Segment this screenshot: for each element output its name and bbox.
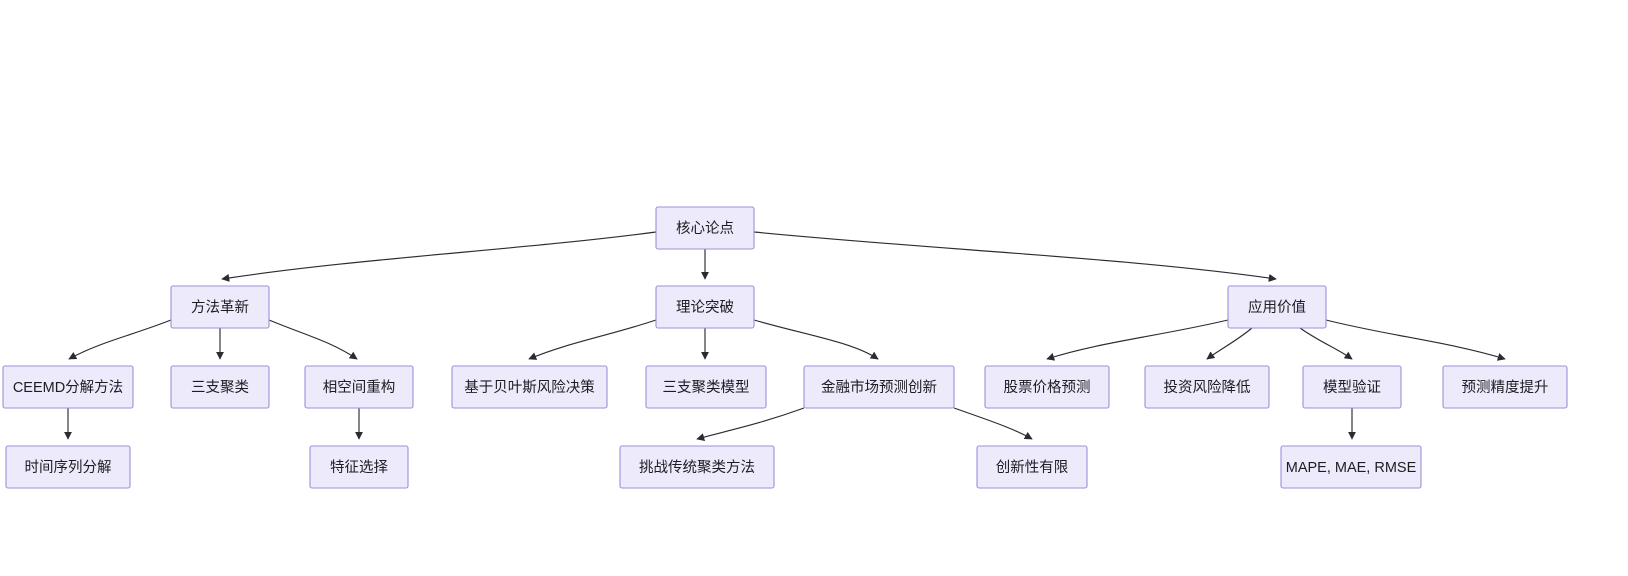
flowchart-node[interactable]: 模型验证 [1302, 365, 1402, 409]
flowchart-node[interactable]: 相空间重构 [304, 365, 414, 409]
flowchart-edge [268, 319, 358, 360]
node-label: CEEMD分解方法 [13, 379, 123, 396]
flowchart-node[interactable]: 股票价格预测 [984, 365, 1110, 409]
node-box[interactable] [976, 445, 1088, 489]
flowchart-edge [1206, 327, 1253, 360]
node-box[interactable] [1144, 365, 1270, 409]
flowchart-edge [68, 319, 172, 360]
flowchart-edge [1325, 319, 1506, 361]
flowchart-node[interactable]: 理论突破 [655, 285, 755, 329]
flowchart-node[interactable]: 三支聚类 [170, 365, 270, 409]
node-box[interactable] [304, 365, 414, 409]
flowchart-edge [753, 319, 879, 360]
edges-layer [63, 231, 1506, 441]
flowchart-node[interactable]: 基于贝叶斯风险决策 [451, 365, 608, 409]
node-label: 时间序列分解 [25, 459, 112, 476]
node-label: 创新性有限 [996, 459, 1069, 476]
node-box[interactable] [1280, 445, 1422, 489]
node-box[interactable] [451, 365, 608, 409]
flowchart-node[interactable]: 投资风险降低 [1144, 365, 1270, 409]
flowchart-edge [1299, 327, 1353, 360]
node-label: 金融市场预测创新 [821, 379, 937, 396]
node-label: 核心论点 [676, 220, 734, 237]
node-box[interactable] [984, 365, 1110, 409]
node-label: 预测精度提升 [1462, 379, 1549, 396]
flowchart-node[interactable]: 三支聚类模型 [645, 365, 767, 409]
node-box[interactable] [1227, 285, 1327, 329]
flowchart-edge [696, 407, 805, 441]
node-box[interactable] [2, 365, 134, 409]
node-box[interactable] [645, 365, 767, 409]
node-box[interactable] [655, 206, 755, 250]
flowchart-edge [1046, 319, 1229, 361]
node-label: 模型验证 [1323, 379, 1381, 396]
node-label: 三支聚类模型 [663, 379, 750, 396]
node-box[interactable] [170, 285, 270, 329]
flowchart-edge [528, 319, 657, 360]
flowchart-node[interactable]: CEEMD分解方法 [2, 365, 134, 409]
node-label: 基于贝叶斯风险决策 [464, 379, 595, 396]
node-box[interactable] [655, 285, 755, 329]
node-box[interactable] [1302, 365, 1402, 409]
node-box[interactable] [309, 445, 409, 489]
node-label: 投资风险降低 [1164, 379, 1251, 396]
flowchart-node[interactable]: 应用价值 [1227, 285, 1327, 329]
node-label: 应用价值 [1248, 298, 1306, 316]
flowchart-node[interactable]: 方法革新 [170, 285, 270, 329]
node-label: 相空间重构 [323, 379, 396, 396]
node-label: 方法革新 [191, 299, 249, 316]
flowchart-edge [221, 231, 657, 282]
flowchart-node[interactable]: 预测精度提升 [1442, 365, 1568, 409]
node-box[interactable] [170, 365, 270, 409]
flowchart-node[interactable]: 金融市场预测创新 [803, 365, 955, 409]
flowchart-edge [753, 231, 1277, 282]
node-box[interactable] [5, 445, 131, 489]
flowchart-edge [953, 407, 1033, 440]
node-box[interactable] [803, 365, 955, 409]
node-label: 三支聚类 [191, 379, 249, 396]
node-box[interactable] [619, 445, 775, 489]
node-label: 股票价格预测 [1004, 379, 1091, 396]
node-label: 理论突破 [676, 299, 734, 316]
flowchart-node[interactable]: 核心论点 [655, 206, 755, 250]
flowchart-node[interactable]: 挑战传统聚类方法 [619, 445, 775, 489]
node-box[interactable] [1442, 365, 1568, 409]
node-label: 特征选择 [330, 459, 388, 476]
flowchart-node[interactable]: 时间序列分解 [5, 445, 131, 489]
flowchart-node[interactable]: MAPE, MAE, RMSE [1280, 445, 1422, 489]
flowchart-node[interactable]: 特征选择 [309, 445, 409, 489]
node-label: 挑战传统聚类方法 [639, 459, 755, 476]
flowchart-node[interactable]: 创新性有限 [976, 445, 1088, 489]
node-label: MAPE, MAE, RMSE [1286, 460, 1417, 476]
